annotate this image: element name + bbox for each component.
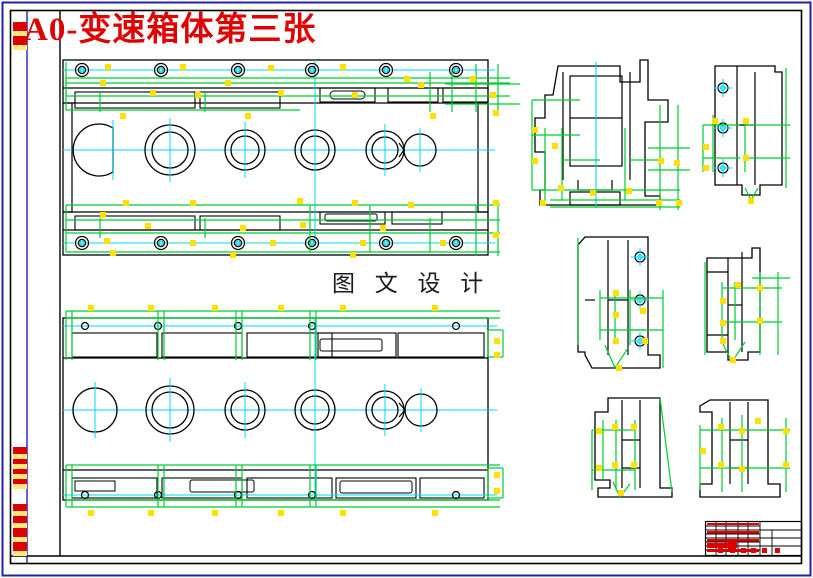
drawing-frame: [9, 9, 803, 565]
bv-grip-points: [88, 305, 500, 516]
revision-strip-group: [13, 22, 27, 556]
right-step: [477, 102, 488, 213]
revision-strip-block: [13, 551, 27, 556]
revision-strip-block: [13, 469, 27, 474]
bore-1-outer: [72, 123, 114, 177]
bv-pocket-4: [317, 332, 397, 358]
gearbox-housing-bottom-view: [62, 305, 504, 516]
bolt-boss-row-bottom: [74, 235, 464, 251]
bv-lpocket-5: [419, 477, 485, 499]
svd-grips: [720, 282, 763, 363]
revision-strip-block: [13, 516, 27, 523]
revision-strip-block: [13, 511, 27, 516]
section-view-f: [699, 399, 790, 498]
svc-grips: [613, 290, 648, 371]
top-pocket-5: [442, 87, 489, 103]
svf-outline: [699, 399, 781, 498]
bv-lslot-4: [339, 480, 413, 494]
bottom-pocket-4: [391, 211, 443, 225]
svb-bolt-holes: [714, 79, 732, 177]
top-view-dimension-lines: [65, 62, 520, 256]
title-block-frame: [704, 520, 803, 557]
top-pocket-2: [199, 91, 281, 109]
title-block-red-text: [707, 523, 780, 553]
sve-grips: [596, 424, 637, 496]
section-view-c: [577, 236, 664, 371]
section-view-d: [704, 247, 790, 364]
svd-outline: [706, 247, 761, 361]
top-view-outline: [62, 59, 489, 256]
bv-pocket-5: [397, 332, 485, 358]
bv-lslot-1: [74, 480, 116, 492]
bore-vertical-centerlines: [112, 60, 421, 240]
revision-strip-block: [13, 523, 27, 528]
revision-strip-block: [13, 542, 27, 551]
revision-strip-block: [13, 45, 27, 50]
sva-grips: [532, 127, 682, 206]
revision-strip-block: [13, 464, 27, 469]
top-slot-3: [329, 90, 366, 100]
bv-lpocket-3: [246, 477, 333, 499]
svf-grips: [700, 418, 789, 472]
svb-grips: [703, 118, 754, 204]
bv-lslot-2: [189, 479, 255, 493]
bv-pocket-3: [246, 332, 333, 358]
bv-slot-4: [319, 338, 383, 352]
bv-bore-vertical-centerlines: [94, 318, 422, 500]
bv-bore-56-tangent: [398, 402, 406, 418]
revision-strip-block: [13, 36, 27, 45]
sva-walls: [562, 72, 631, 180]
bottom-slot-3: [324, 213, 378, 222]
drawing-title-block[interactable]: [704, 520, 803, 557]
revision-strip-block: [13, 484, 27, 489]
bottom-pocket-3: [319, 211, 386, 225]
bolt-boss-row-top: [74, 62, 464, 78]
bv-lpocket-4: [335, 477, 417, 499]
top-pocket-1: [74, 91, 196, 109]
revision-strip-block: [13, 459, 27, 464]
section-view-e: [591, 397, 673, 499]
top-view-grip-points: [100, 64, 499, 258]
revision-strip-block: [13, 479, 27, 484]
revision-strip-block: [13, 528, 27, 537]
sva-dimensions: [531, 99, 690, 210]
page-title: A0-变速箱体第三张: [24, 12, 317, 48]
top-pocket-4: [387, 87, 439, 103]
watermark-text: 图 文 设 计: [332, 271, 491, 296]
svb-outline: [714, 65, 783, 196]
bottom-pocket-1: [74, 215, 196, 231]
top-pocket-3: [319, 87, 376, 103]
sve-outline: [594, 397, 673, 498]
bv-dimension-lines: [65, 310, 504, 508]
section-view-b: [702, 65, 790, 204]
revision-strip-block: [13, 537, 27, 542]
section-view-a: [531, 59, 690, 210]
revision-strip-block: [13, 31, 27, 36]
revision-strip-block: [13, 447, 27, 454]
revision-strip-block: [13, 474, 27, 479]
left-step: [63, 102, 73, 213]
bore-56-tangent: [398, 142, 405, 158]
revision-strip-block: [13, 504, 27, 511]
revision-strip-block: [13, 22, 27, 31]
gearbox-housing-top-view: [62, 59, 520, 258]
revision-strip-block: [13, 454, 27, 459]
